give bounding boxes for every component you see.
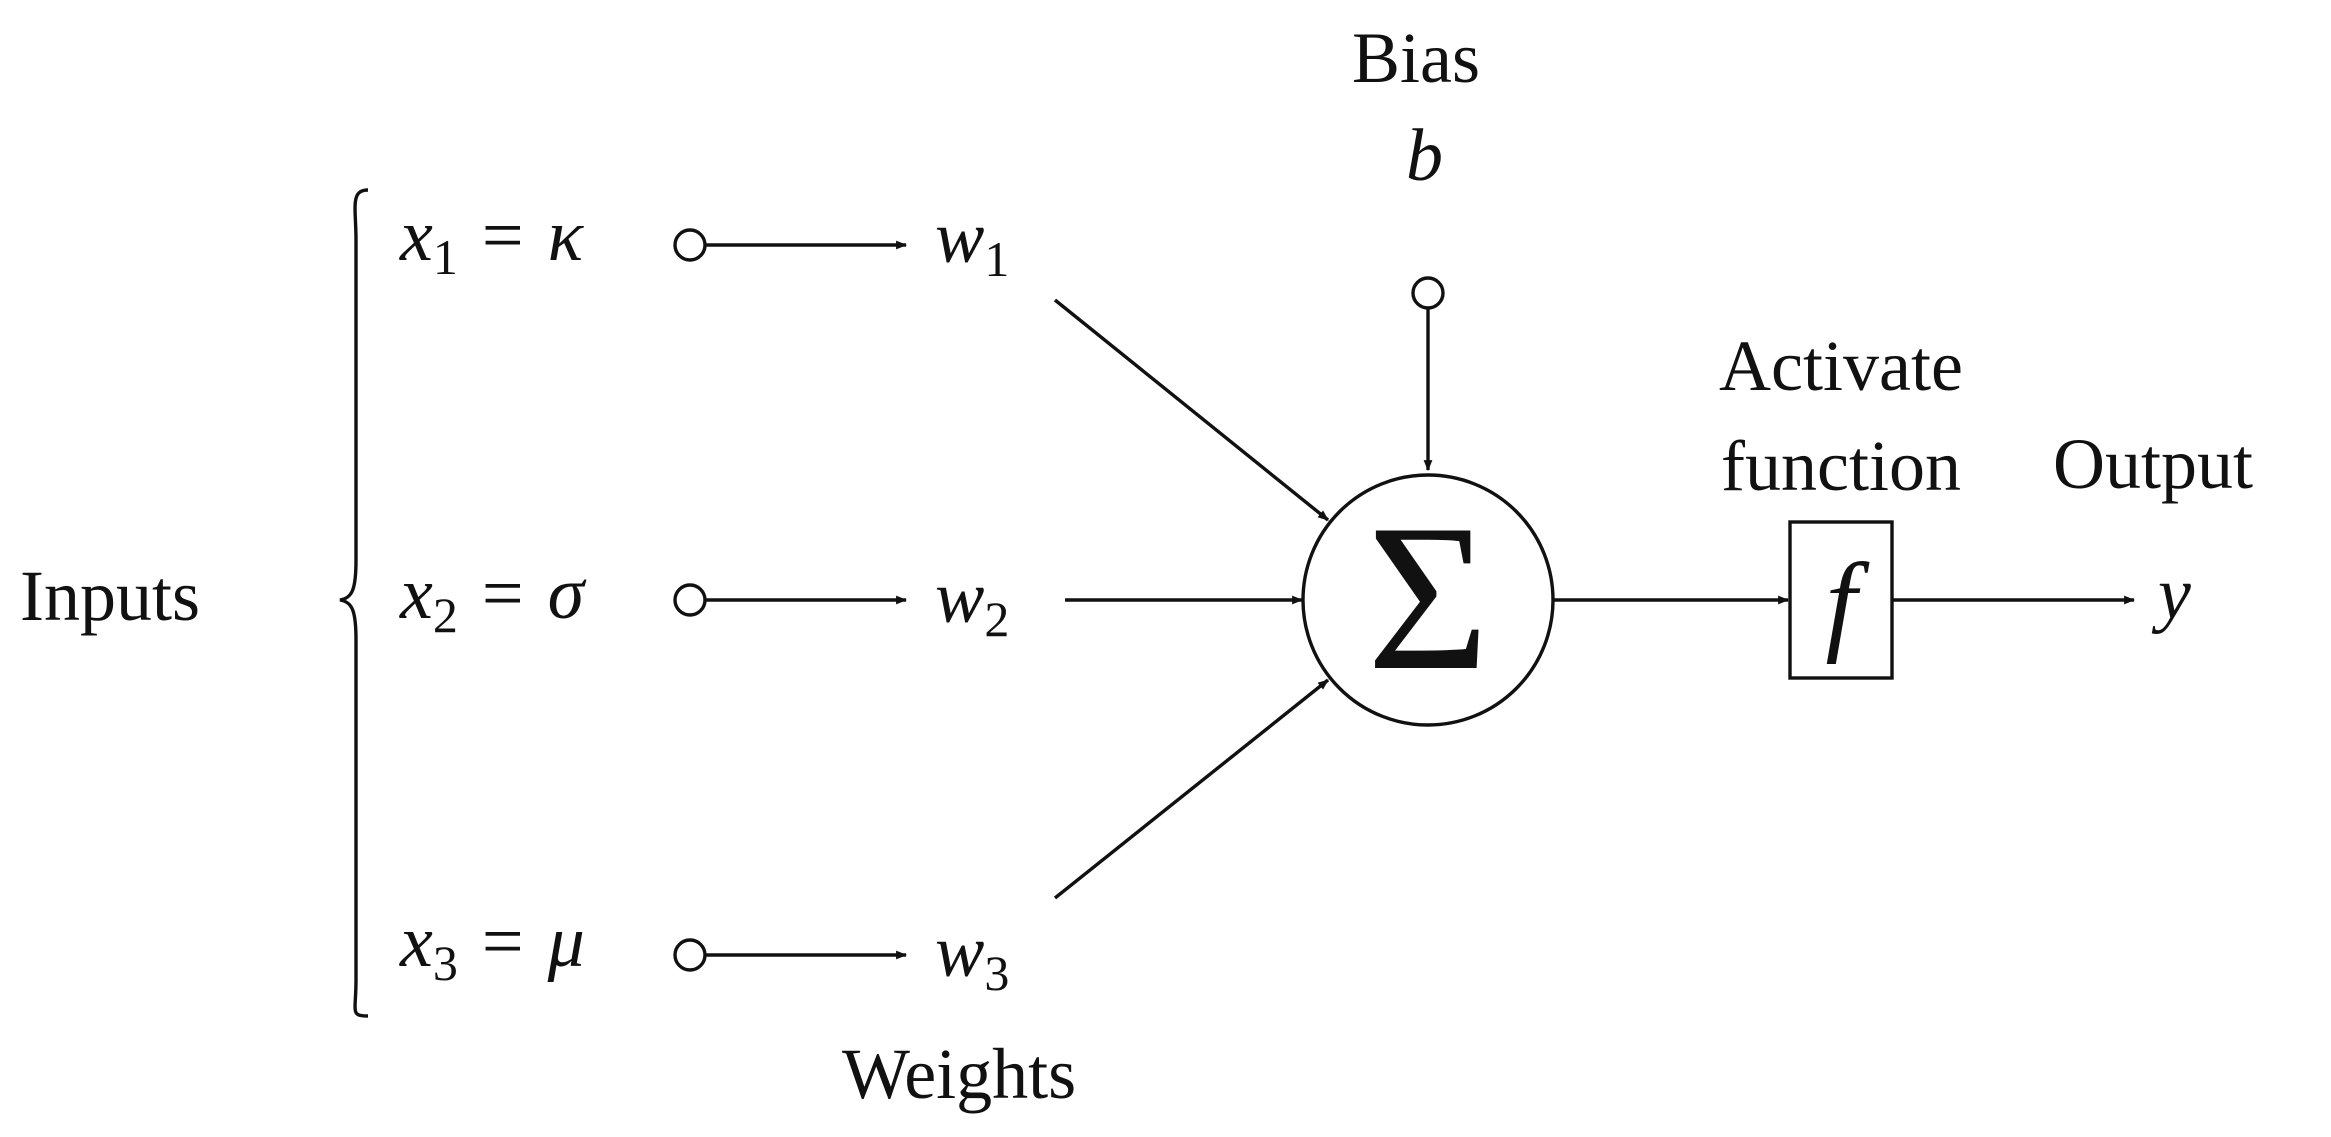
bias-node: [1411, 276, 1445, 310]
weight-1-connection: [1053, 298, 1330, 522]
input-1-expression: x1=κ: [399, 195, 585, 285]
bias-symbol: b: [1406, 115, 1443, 197]
output-symbol: y: [2151, 553, 2191, 635]
activate-function-label-line1: Activate: [1719, 326, 1963, 406]
weight-2-label: w2: [935, 557, 1009, 647]
bias-label: Bias: [1352, 18, 1480, 98]
summation-symbol: Σ: [1367, 482, 1489, 714]
weight-3-label: w3: [935, 911, 1009, 1001]
output-label: Output: [2053, 424, 2253, 504]
inputs-brace: [339, 188, 369, 1018]
weight-1-label: w1: [935, 197, 1009, 287]
weights-label: Weights: [842, 1034, 1076, 1114]
input-2-node: [673, 583, 707, 617]
input-2-expression: x2=σ: [399, 553, 587, 643]
weight-3-connection: [1053, 678, 1330, 900]
input-3-expression: x3=μ: [399, 901, 585, 991]
input-3-node: [673, 938, 707, 972]
input-1-node: [673, 228, 707, 262]
inputs-label: Inputs: [20, 556, 200, 636]
activate-function-label-line2: function: [1721, 426, 1961, 506]
